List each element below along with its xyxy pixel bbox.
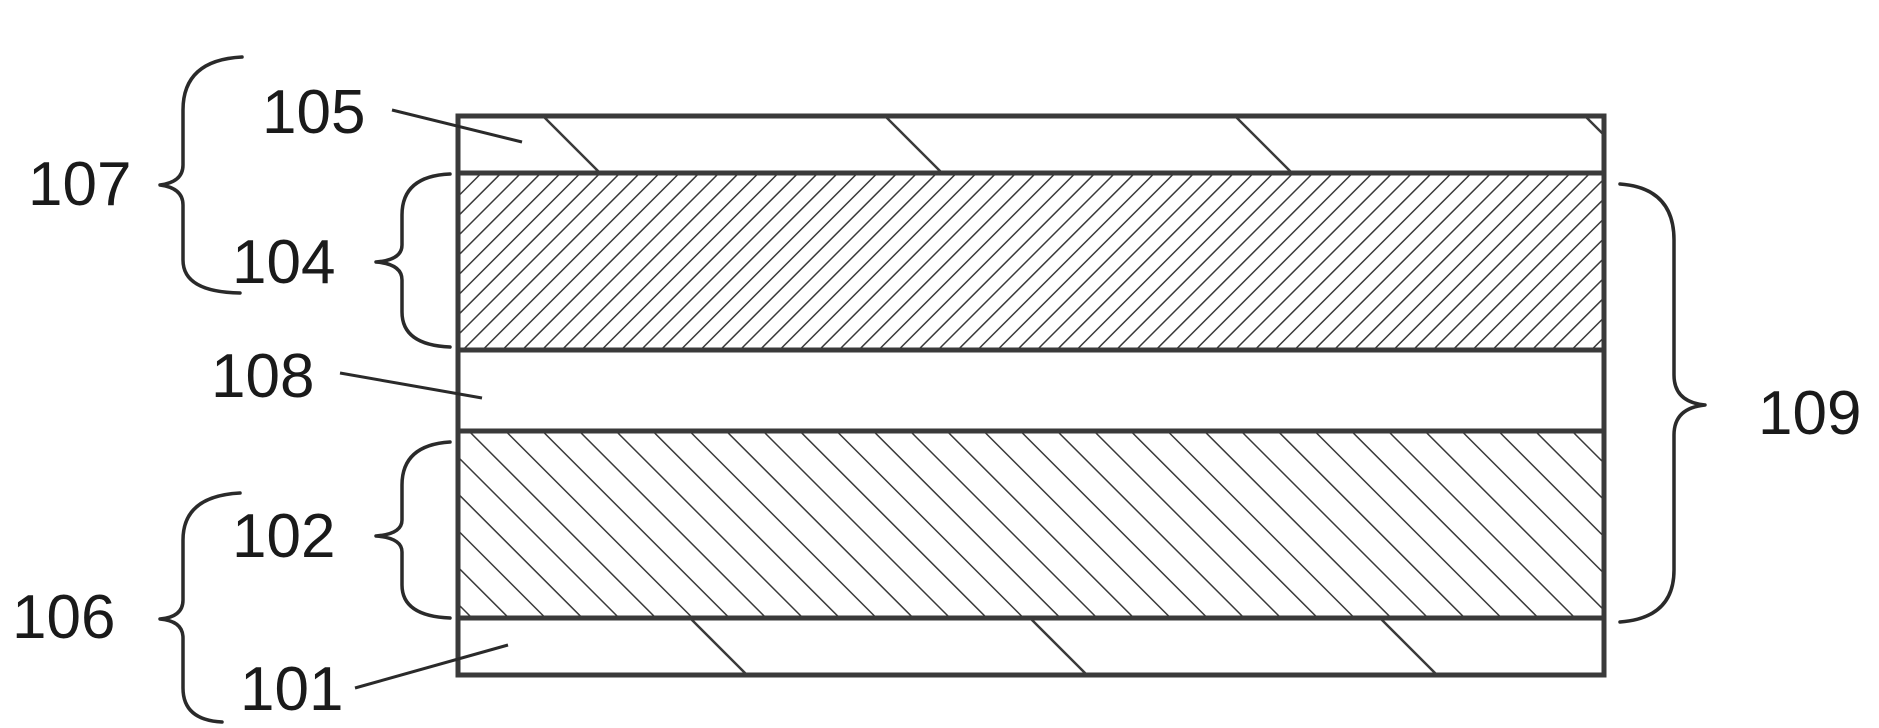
label-105: 105 <box>262 78 365 147</box>
brace-102 <box>376 442 450 618</box>
label-109: 109 <box>1758 379 1861 448</box>
label-104: 104 <box>232 228 335 297</box>
layer-102 <box>458 431 1604 618</box>
layer-101 <box>458 618 1604 675</box>
layer-105 <box>458 116 1604 173</box>
layer-104 <box>458 173 1604 350</box>
brace-106 <box>160 493 240 722</box>
brace-104 <box>376 174 450 347</box>
label-108: 108 <box>211 342 314 411</box>
brace-109 <box>1620 184 1705 622</box>
brace-107 <box>160 57 242 293</box>
layer-108 <box>458 350 1604 431</box>
label-101: 101 <box>240 655 343 724</box>
label-106: 106 <box>12 583 115 652</box>
label-102: 102 <box>232 502 335 571</box>
label-107: 107 <box>28 150 131 219</box>
